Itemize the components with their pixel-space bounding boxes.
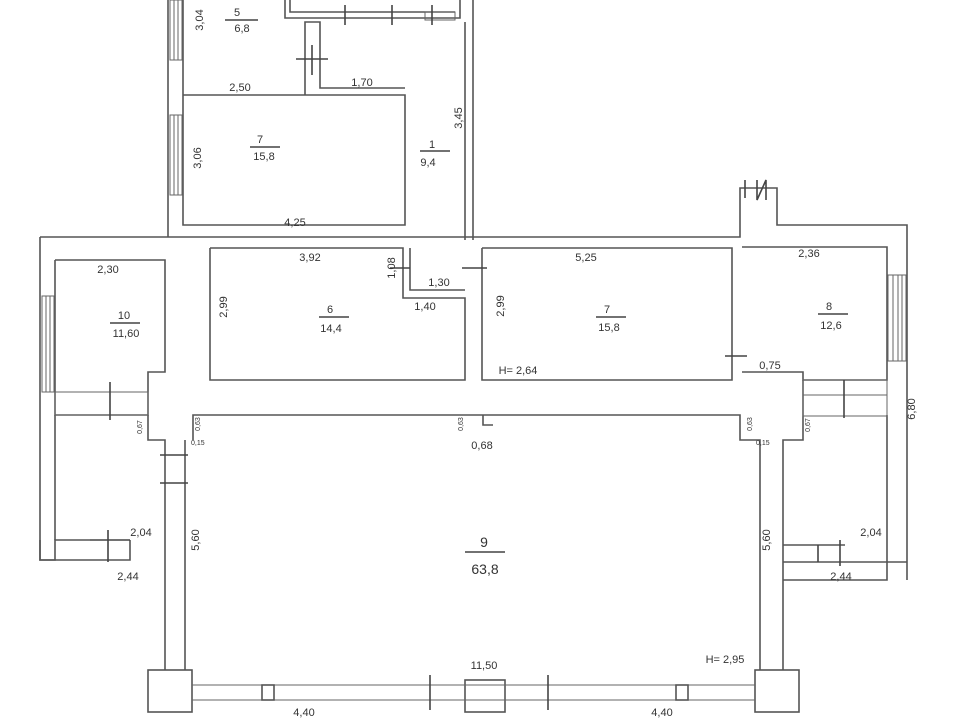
dimension-label: 0,15 [756,440,770,447]
room-label-text: 1 [429,139,435,151]
dimension-label: 2,04 [860,527,881,539]
dimension-label: 1,40 [414,301,435,313]
room-1: 19,4 [420,139,450,169]
dimension-label: 5,60 [761,529,773,550]
room-10: 10 11,60 [110,310,140,340]
plan-line [887,274,907,362]
windows [41,0,907,417]
plan-line [409,248,465,291]
dimension-label: 4,40 [651,707,672,719]
dimension-label: 2,30 [97,264,118,276]
dimension-label: 0,68 [471,440,492,452]
dimension-label: 1,70 [351,77,372,89]
room-label-text: 9,4 [420,157,435,169]
dimension-label: 2,44 [830,571,851,583]
plan-line [675,684,689,701]
plan-line [209,247,466,381]
room-9: 963,8 [465,534,505,577]
room-label-text: 15,8 [253,151,274,163]
room-label-text: 11,60 [113,328,140,340]
dimension-label: 2,99 [495,295,507,316]
plan-line [39,540,131,561]
dimension-label: 3,45 [453,107,465,128]
plan-line [147,669,193,713]
room-label-text: 7 [604,304,610,316]
plan-line [41,295,55,393]
dimension-label: 3,92 [299,252,320,264]
dimension-label: 2,99 [218,296,230,317]
dimension-label: 0,63 [747,417,754,431]
room-7-middle: 715,8 [596,304,626,334]
plan-line [782,380,804,670]
room-label-text: 6 [327,304,333,316]
dimension-label: 5,60 [190,529,202,550]
dimension-label: 2,44 [117,571,138,583]
dimension-label: H= 2,95 [706,654,745,666]
plan-line [54,391,149,416]
room-label-text: 12,6 [820,320,841,332]
room-6: 614,4 [319,304,349,335]
room-8: 812,6 [818,301,848,332]
dimension-labels: 3,04 2,50 1,70 3,45 3,06 4,25 2,30 3,92 … [97,9,918,719]
room-label-text: 6,8 [234,23,249,35]
room-label-text: 8 [826,301,832,313]
dimension-label: 0,67 [805,418,812,432]
room-label-text: 63,8 [471,561,498,577]
doors [90,5,845,710]
dimension-label: 5,25 [575,252,596,264]
dimension-label: 0,63 [458,417,465,431]
dimension-label: 3,06 [192,147,204,168]
plan-line [304,21,405,95]
room-label-text: 5 [234,7,240,19]
plan-line [481,247,733,381]
dimension-label: 1,08 [386,257,398,278]
room-7-top: 715,8 [250,134,280,163]
plan-line [464,679,506,713]
room-label-text: 15,8 [598,322,619,334]
room-label-text: 10 [118,310,130,322]
plan-line [783,415,888,581]
room-label-text: 9 [480,534,488,550]
dimension-label: 0,75 [759,360,780,372]
dimension-label: 6,80 [906,398,918,419]
dimension-label: 2,50 [229,82,250,94]
plan-line [284,0,461,19]
dimension-label: 3,04 [194,9,206,30]
plan-line [754,669,800,713]
dimension-label: 2,04 [130,527,151,539]
plan-line [482,415,493,426]
dimension-label: 0,67 [137,420,144,434]
walls [39,0,908,713]
dimension-label: 0,63 [195,417,202,431]
dimension-label: 11,50 [471,660,498,672]
north-arrow-icon [756,179,767,201]
room-label-text: 7 [257,134,263,146]
plan-line [802,379,888,417]
plan-line [261,684,275,701]
room-5: 56,8 [225,7,258,35]
plan-line [147,415,166,670]
room-label-text: 14,4 [320,323,341,335]
hatched-column [424,11,456,21]
dimension-label: 0,15 [191,440,205,447]
dimension-label: 1,30 [428,277,449,289]
plan-line [39,237,90,561]
plan-line [289,0,455,13]
plan-line [169,114,183,196]
dimension-label: 4,40 [293,707,314,719]
plan-line [182,0,406,226]
dimension-label: 4,25 [284,217,305,229]
dimension-label: H= 2,64 [499,365,538,377]
plan-line [169,0,183,61]
plan-line [40,187,908,580]
dimension-label: 2,36 [798,248,819,260]
plan-line [192,414,761,670]
